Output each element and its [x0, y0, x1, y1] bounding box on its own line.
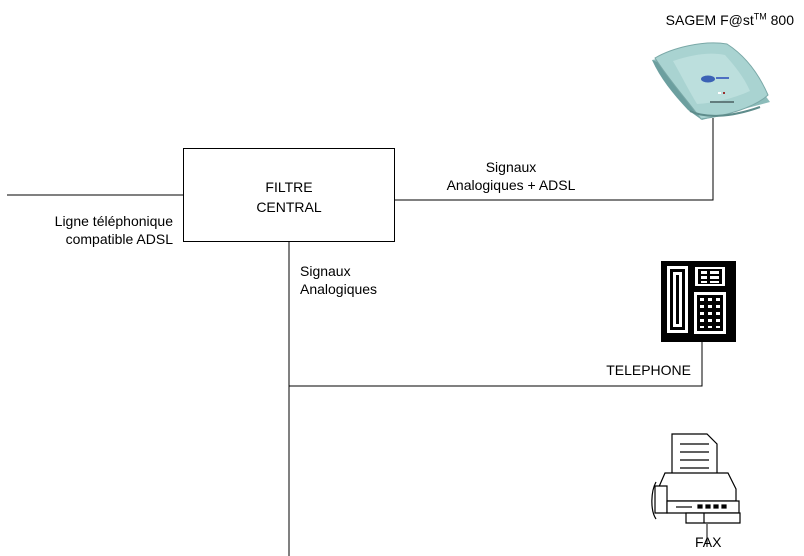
- modem-name-suffix: 800: [766, 12, 794, 28]
- adsl-signals-line-2: Analogiques + ADSL: [446, 177, 576, 193]
- adsl-signals-label: Signaux Analogiques + ADSL: [414, 158, 608, 194]
- analog-signals-line-1: Signaux: [300, 263, 351, 279]
- analog-signals-line-2: Analogiques: [300, 281, 378, 297]
- fax-icon: [651, 433, 741, 524]
- telephone-icon: [661, 261, 736, 342]
- fax-label: FAX: [695, 534, 722, 550]
- modem-icon: [652, 42, 770, 120]
- modem-name-prefix: SAGEM F@st: [665, 12, 754, 28]
- telephone-label: TELEPHONE: [606, 362, 691, 378]
- modem-label: SAGEM F@stTM 800: [604, 11, 794, 29]
- central-filter-line-2: CENTRAL: [256, 199, 322, 215]
- central-filter-box: FILTRE CENTRAL: [183, 148, 395, 242]
- phone-line-line-1: Ligne téléphonique: [54, 213, 173, 229]
- central-filter-label: FILTRE CENTRAL: [184, 177, 394, 217]
- central-filter-line-1: FILTRE: [265, 179, 313, 195]
- analog-signals-label: Signaux Analogiques: [300, 262, 420, 298]
- modem-line: [395, 118, 714, 201]
- telephone-line: [289, 342, 703, 387]
- adsl-signals-line-1: Signaux: [485, 159, 537, 175]
- connection-lines: [7, 118, 714, 556]
- modem-trademark: TM: [753, 11, 767, 22]
- phone-line-label: Ligne téléphonique compatible ADSL: [6, 212, 173, 248]
- phone-line-line-2: compatible ADSL: [65, 231, 173, 247]
